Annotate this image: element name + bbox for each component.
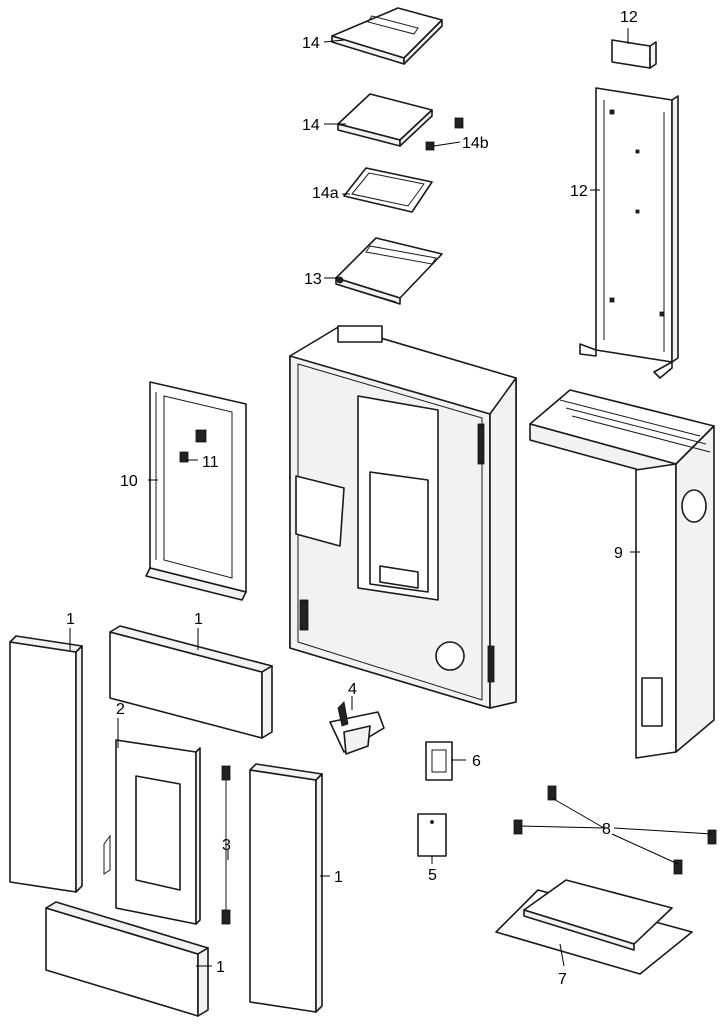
callout-10: 10	[120, 473, 138, 490]
callout-13: 13	[304, 271, 322, 288]
side-panel-left-part-1	[9, 635, 83, 893]
callout-1-left: 1	[66, 611, 75, 628]
top-panel-part-1	[109, 625, 273, 739]
callout-4: 4	[348, 681, 357, 698]
callout-12-top: 12	[620, 9, 638, 26]
callout-14b: 14b	[462, 135, 489, 152]
callout-8: 8	[602, 821, 611, 838]
callout-2: 2	[116, 701, 125, 718]
callout-14-top: 14	[302, 35, 320, 52]
rear-frame-part-12	[579, 87, 679, 379]
gasket-part-14a	[343, 167, 433, 213]
callout-7: 7	[558, 971, 567, 988]
callout-9: 9	[614, 545, 623, 562]
callout-5: 5	[428, 867, 437, 884]
base-plate-part-7	[495, 879, 693, 975]
callout-labels: 14 14 14b 14a 13 12 12 10 11 9 1 1 2 3 4…	[66, 9, 638, 988]
callout-11: 11	[202, 454, 219, 471]
top-cover-part-14	[331, 7, 443, 65]
callout-12-frame: 12	[570, 183, 588, 200]
callout-1-top: 1	[194, 611, 203, 628]
leader-lines	[69, 28, 713, 967]
stove-body	[289, 325, 517, 709]
hinge-rod-part-3	[221, 765, 231, 925]
burn-pot-part-4	[329, 701, 385, 755]
callout-1-bottom: 1	[216, 959, 225, 976]
plate-part-6	[425, 741, 453, 781]
callout-6: 6	[472, 753, 481, 770]
callout-14a: 14a	[312, 185, 339, 202]
callout-1-right: 1	[334, 869, 343, 886]
side-panel-part-10	[145, 381, 247, 601]
hopper-lid-part-13	[335, 237, 443, 305]
callout-3: 3	[222, 837, 231, 854]
screw-part-14b	[425, 117, 464, 151]
side-panel-right-part-1	[249, 763, 323, 1013]
feet-part-8	[513, 785, 717, 875]
bracket-part-12-small	[611, 39, 657, 69]
top-tray-part-14	[337, 93, 433, 147]
plate-part-5	[417, 813, 447, 857]
door-part-2	[103, 739, 201, 925]
callout-14-tray: 14	[302, 117, 320, 134]
side-cover-part-9	[529, 389, 715, 759]
bottom-panel-part-1	[45, 901, 209, 1017]
